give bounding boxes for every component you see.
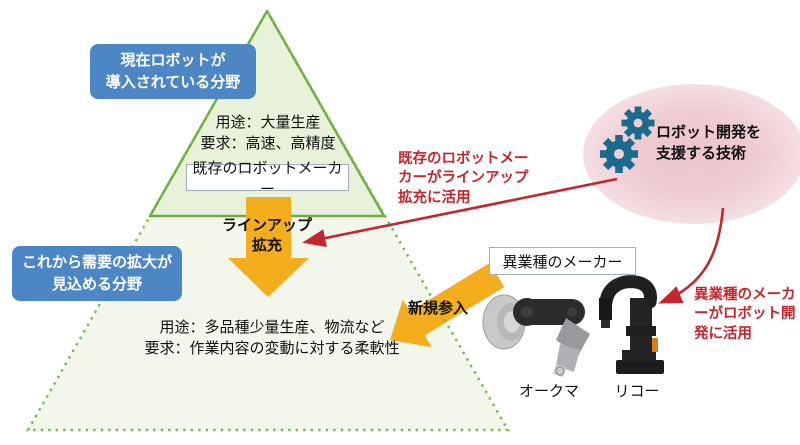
bottom-zone-usage: 用途：多品種少量生産、物流など [159, 319, 385, 336]
lineup-expansion-label: ラインアップ 拡充 [221, 217, 313, 254]
gear-icon [621, 106, 655, 140]
other-industry-annotation: 異業種のメーカ ーがロボット開 発に活用 [694, 287, 796, 342]
other-industry-makers-box: 異業種のメーカー [489, 247, 636, 275]
ricoh-caption: リコー [614, 383, 660, 400]
pyramid-dashed-border [25, 8, 511, 432]
existing-makers-annotation: 既存のロボットメー カーがラインアップ 拡充に活用 [398, 151, 529, 206]
okuma-caption: オークマ [518, 383, 580, 400]
current-fields-label: 現在ロボットが 導入されている分野 [90, 44, 256, 99]
existing-robot-makers-box: 既存のロボットメーカー [186, 160, 349, 198]
top-zone-usage: 用途：大量生産 [215, 114, 321, 131]
tech-bubble-label: ロボット開発を 支援する技術 [656, 124, 762, 162]
existing-makers-arrow [302, 177, 618, 248]
new-entry-label: 新規参入 [408, 300, 469, 317]
future-fields-label: これから需要の拡大が 見込める分野 [12, 246, 182, 301]
top-zone-text: 用途：大量生産 要求：高速、高精度 [200, 112, 335, 155]
other-industry-arrow [658, 207, 725, 304]
okuma-robot-image [482, 294, 590, 377]
gear-icon [600, 135, 638, 173]
lineup-expansion-arrow [228, 197, 309, 297]
top-zone-requirement: 要求：高速、高精度 [200, 135, 336, 153]
ricoh-robot-image [599, 275, 664, 374]
new-entry-arrow [390, 263, 505, 348]
bottom-zone-text: 用途：多品種少量生産、物流など 要求：作業内容の変動に対する柔軟性 [144, 317, 399, 360]
bottom-zone-requirement: 要求：作業内容の変動に対する柔軟性 [144, 340, 400, 358]
